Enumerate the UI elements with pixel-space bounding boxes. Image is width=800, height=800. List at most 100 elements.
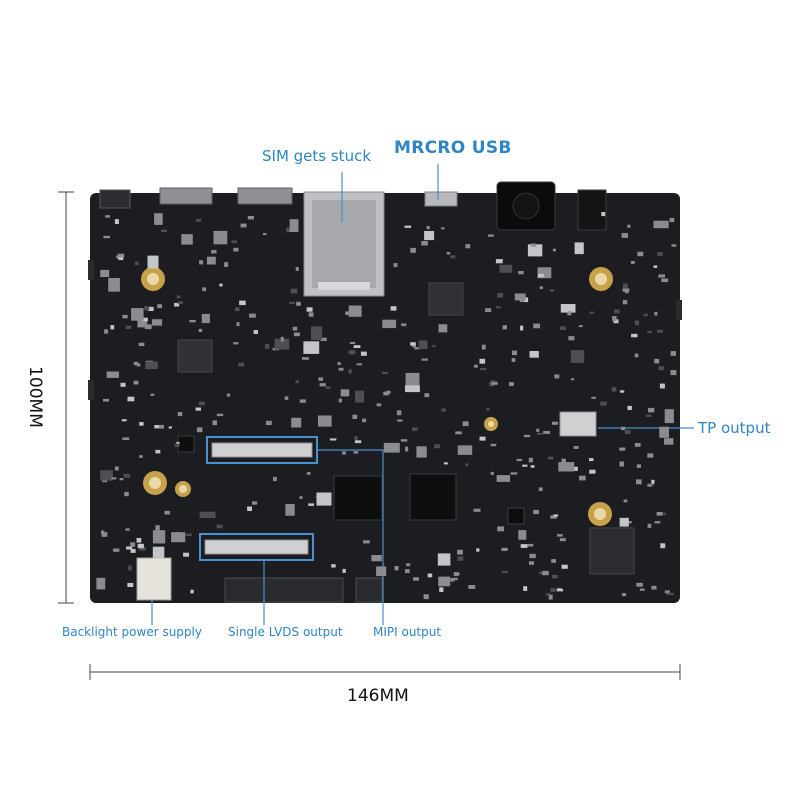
annotation-sim: SIM gets stuck <box>262 147 372 165</box>
smd-component <box>455 431 462 435</box>
smd-component <box>561 564 568 569</box>
smd-component <box>531 243 536 247</box>
smd-component <box>342 568 346 573</box>
smd-component <box>490 443 497 447</box>
smd-component <box>647 453 654 458</box>
smd-component <box>127 582 134 587</box>
smd-component <box>216 524 223 529</box>
smd-component <box>664 409 674 424</box>
smd-component <box>123 473 131 478</box>
smd-component <box>443 462 448 465</box>
smd-component <box>101 530 105 535</box>
smd-component <box>382 371 388 374</box>
smd-component <box>574 242 584 255</box>
smd-component <box>338 367 344 371</box>
smd-component <box>195 407 201 411</box>
smd-component <box>643 313 648 317</box>
smd-component <box>621 426 626 431</box>
smd-component <box>657 329 664 333</box>
smd-component <box>455 572 460 576</box>
smd-component <box>198 401 205 406</box>
smd-component <box>397 419 403 422</box>
smd-component <box>619 517 629 527</box>
smd-component <box>224 262 229 267</box>
smd-component <box>137 317 148 328</box>
inductor-2 <box>177 339 213 373</box>
smd-component <box>574 466 578 471</box>
smd-component <box>155 449 161 454</box>
smd-component <box>648 407 655 413</box>
smd-component <box>636 479 642 485</box>
smd-component <box>485 308 492 313</box>
smd-component <box>600 401 607 406</box>
smd-component <box>348 305 362 317</box>
smd-component <box>247 216 254 220</box>
smd-component <box>311 326 323 340</box>
smd-component <box>133 380 139 385</box>
smd-component <box>561 458 566 464</box>
smd-component <box>522 464 528 467</box>
hdmi-port-1 <box>159 187 213 205</box>
smd-component <box>450 578 455 582</box>
smd-component <box>212 420 217 426</box>
smd-component <box>190 589 194 594</box>
smd-component <box>120 382 126 387</box>
smd-component <box>100 269 110 277</box>
smd-component <box>468 585 476 589</box>
smd-component <box>233 342 239 345</box>
smd-component <box>101 532 108 537</box>
smd-component <box>659 426 669 438</box>
smd-component <box>634 443 641 447</box>
smd-component <box>654 521 661 524</box>
height-dimension-label: 100MM <box>24 366 45 428</box>
smd-component <box>527 244 543 257</box>
smd-component <box>274 338 290 350</box>
smd-component <box>636 582 643 587</box>
smd-component <box>530 465 535 468</box>
smd-component <box>106 371 119 378</box>
smd-component <box>670 351 676 356</box>
smd-component <box>108 278 120 292</box>
smd-component <box>624 430 631 435</box>
smd-component <box>201 313 210 324</box>
smd-component <box>352 414 358 419</box>
smd-component <box>226 393 231 397</box>
smd-component <box>118 255 124 261</box>
smd-component <box>653 220 669 229</box>
smd-component <box>354 436 358 441</box>
smd-component <box>560 304 576 313</box>
smd-component <box>249 313 256 318</box>
smd-component <box>289 301 295 304</box>
smd-component <box>362 418 367 423</box>
smd-component <box>418 340 428 349</box>
smd-component <box>382 319 397 329</box>
smd-component <box>394 566 399 571</box>
smd-component <box>457 549 463 555</box>
smd-component <box>319 383 326 387</box>
smd-component <box>523 586 528 591</box>
smd-component <box>136 363 141 367</box>
smd-component <box>520 544 528 548</box>
smd-component <box>390 306 397 311</box>
smd-component <box>404 225 412 228</box>
smd-component <box>114 219 119 224</box>
smd-component <box>579 475 586 481</box>
smd-component <box>337 362 341 365</box>
smd-component <box>527 543 534 547</box>
smd-component <box>119 478 124 481</box>
smd-component <box>550 289 554 292</box>
smd-component <box>130 548 136 553</box>
smd-component <box>495 306 501 309</box>
smd-component <box>299 496 303 499</box>
smd-component <box>195 218 202 222</box>
smd-component <box>664 438 674 445</box>
smd-component <box>152 530 166 544</box>
smd-component <box>325 386 331 389</box>
smd-component <box>651 479 655 484</box>
smd-component <box>412 427 418 431</box>
smd-component <box>320 337 327 341</box>
smd-component <box>263 233 267 236</box>
smd-component <box>434 444 441 449</box>
width-dimension-line <box>89 664 681 680</box>
